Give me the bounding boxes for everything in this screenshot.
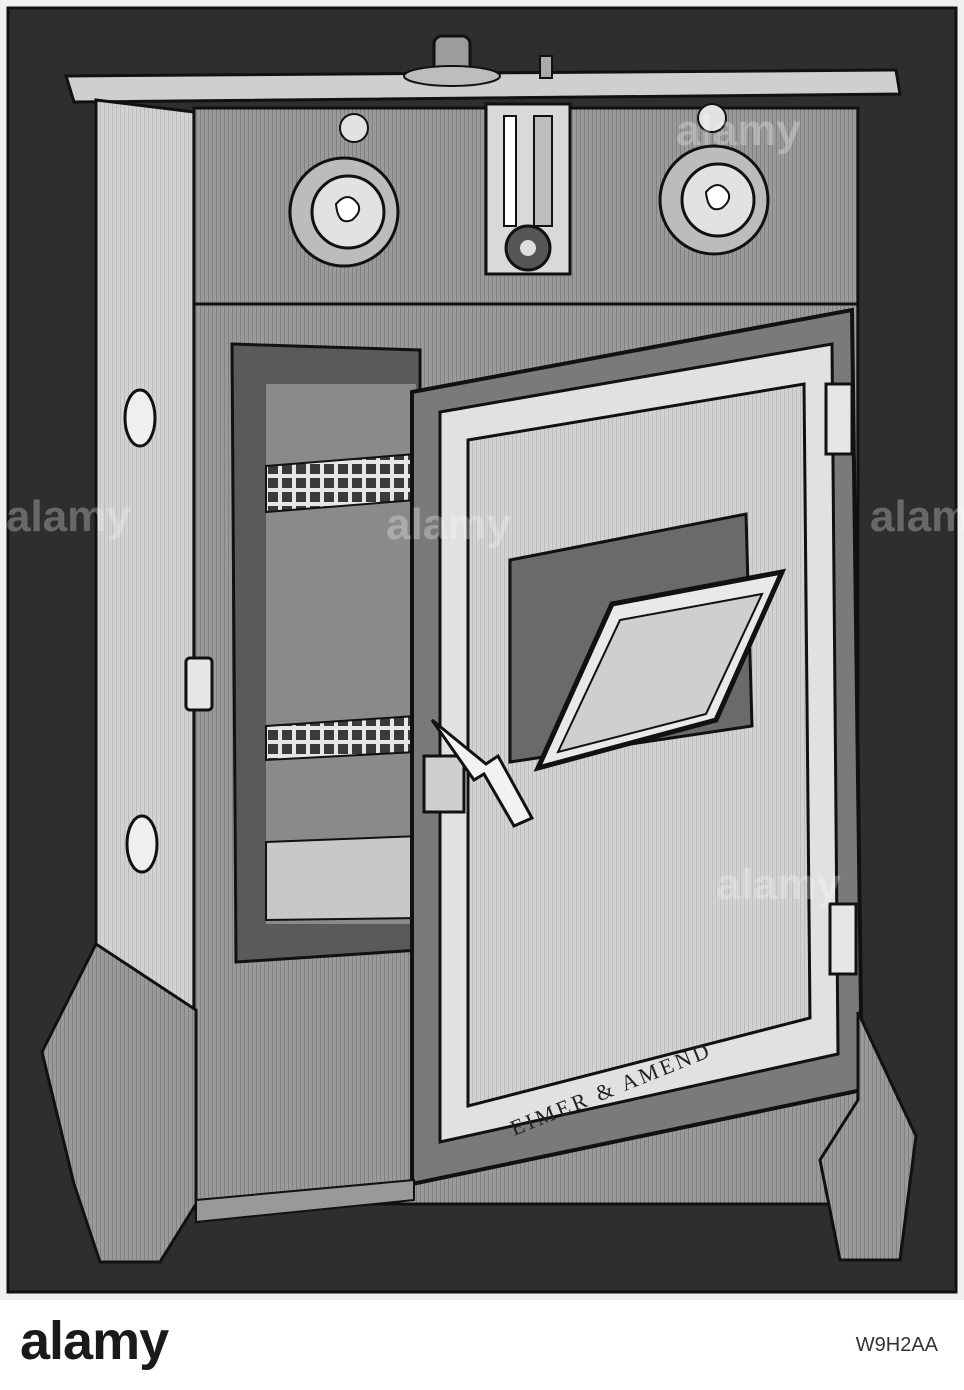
cabinet-base — [40, 941, 198, 1264]
incubator-engraving: EIMER & AMEND — [6, 6, 958, 1294]
top-plate — [63, 68, 902, 104]
door-latch — [422, 718, 535, 828]
door-window — [508, 512, 787, 772]
image-id: W9H2AA — [855, 1334, 938, 1356]
cabinet-base-right — [818, 1011, 918, 1262]
side-port-upper — [123, 388, 157, 448]
gauge-left — [339, 113, 369, 143]
side-port-lower — [125, 814, 159, 874]
right-hinge-upper — [824, 382, 854, 456]
cabinet-apron — [195, 1178, 415, 1224]
top-vent — [539, 55, 553, 79]
top-knob-base — [403, 65, 501, 87]
left-hinge — [184, 656, 214, 712]
interior-floor — [265, 834, 421, 922]
stock-attribution-bar: alamy W9H2AA — [0, 1300, 964, 1390]
engraving-illustration: EIMER & AMEND alamy alamy alamy alamy al… — [0, 0, 964, 1300]
right-hinge-lower — [828, 902, 858, 976]
open-door: EIMER & AMEND — [410, 307, 865, 1187]
alamy-logo: alamy — [20, 1311, 169, 1371]
gauge-right — [697, 103, 727, 133]
thermometer — [484, 102, 572, 276]
left-dial — [288, 156, 400, 268]
right-dial — [658, 144, 770, 256]
